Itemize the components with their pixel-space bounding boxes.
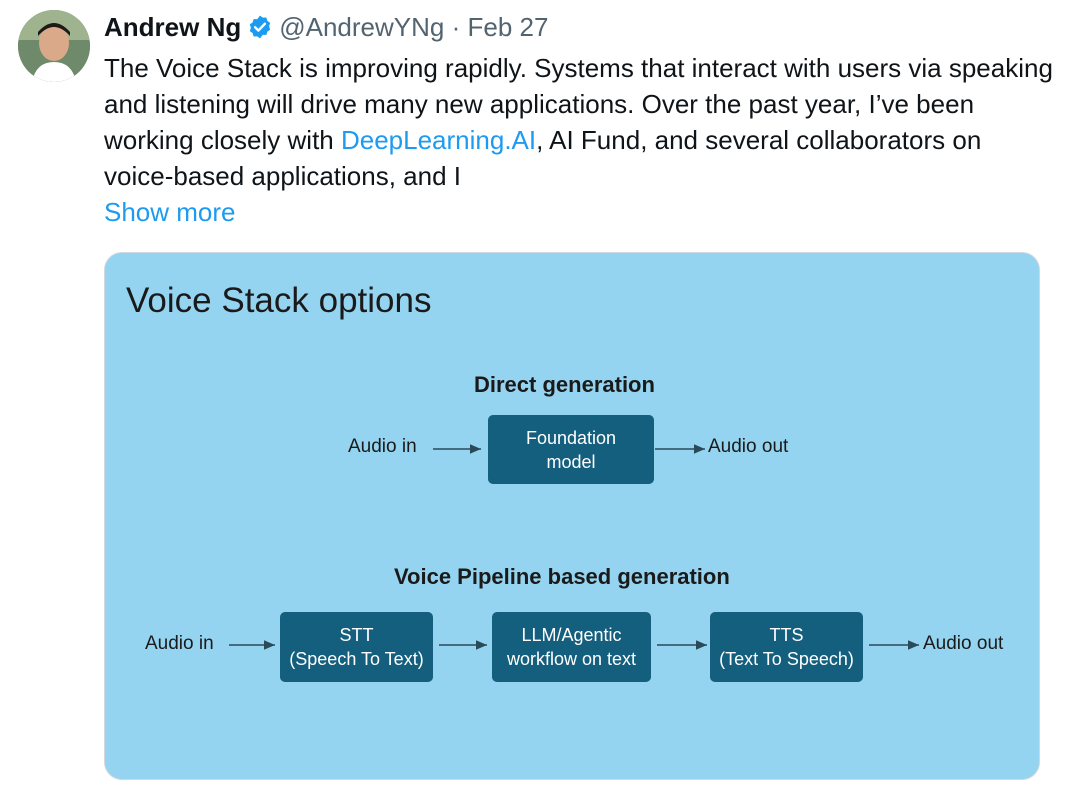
tts-line2: (Text To Speech) [719,649,854,669]
llm-agentic-box: LLM/Agentic workflow on text [492,612,651,682]
direct-generation-heading: Direct generation [474,372,655,397]
tweet-header: Andrew Ng @AndrewYNg · Feb 27 [104,10,548,44]
tweet-media-image[interactable]: Voice Stack options Direct generation Au… [104,252,1040,780]
header-separator: · [451,12,461,42]
direct-audio-out: Audio out [708,436,789,457]
pipeline-audio-out: Audio out [923,633,1004,654]
tts-line1: TTS [769,625,804,645]
diagram-arrows [229,444,919,650]
tweet-text: The Voice Stack is improving rapidly. Sy… [104,50,1054,194]
foundation-model-line2: model [546,451,596,472]
show-more-link[interactable]: Show more [104,197,236,227]
tweet-text-part2: , AI Fund, and several collaborators on … [104,125,982,191]
avatar[interactable] [18,10,90,82]
llm-line1: LLM/Agentic [521,625,622,645]
stt-line2: (Speech To Text) [289,649,424,669]
tts-box: TTS (Text To Speech) [710,612,863,682]
author-handle[interactable]: @AndrewYNg [279,12,445,42]
tweet-text-part1: The Voice Stack is improving rapidly. Sy… [104,53,1053,155]
author-name[interactable]: Andrew Ng [104,12,242,42]
foundation-model-line1: Foundation [525,427,617,448]
diagram-title: Voice Stack options [126,281,432,320]
tweet-date[interactable]: Feb 27 [467,12,549,42]
foundation-model-box: Foundation model [488,415,654,484]
stt-box: STT (Speech To Text) [280,612,433,682]
stt-line1: STT [339,625,374,645]
direct-audio-in: Audio in [348,436,417,457]
verified-badge-icon [247,14,273,40]
deeplearning-ai-link[interactable]: DeepLearning.AI [340,125,537,155]
llm-line2: workflow on text [506,649,637,669]
pipeline-audio-in: Audio in [145,633,214,654]
pipeline-heading: Voice Pipeline based generation [394,564,730,589]
